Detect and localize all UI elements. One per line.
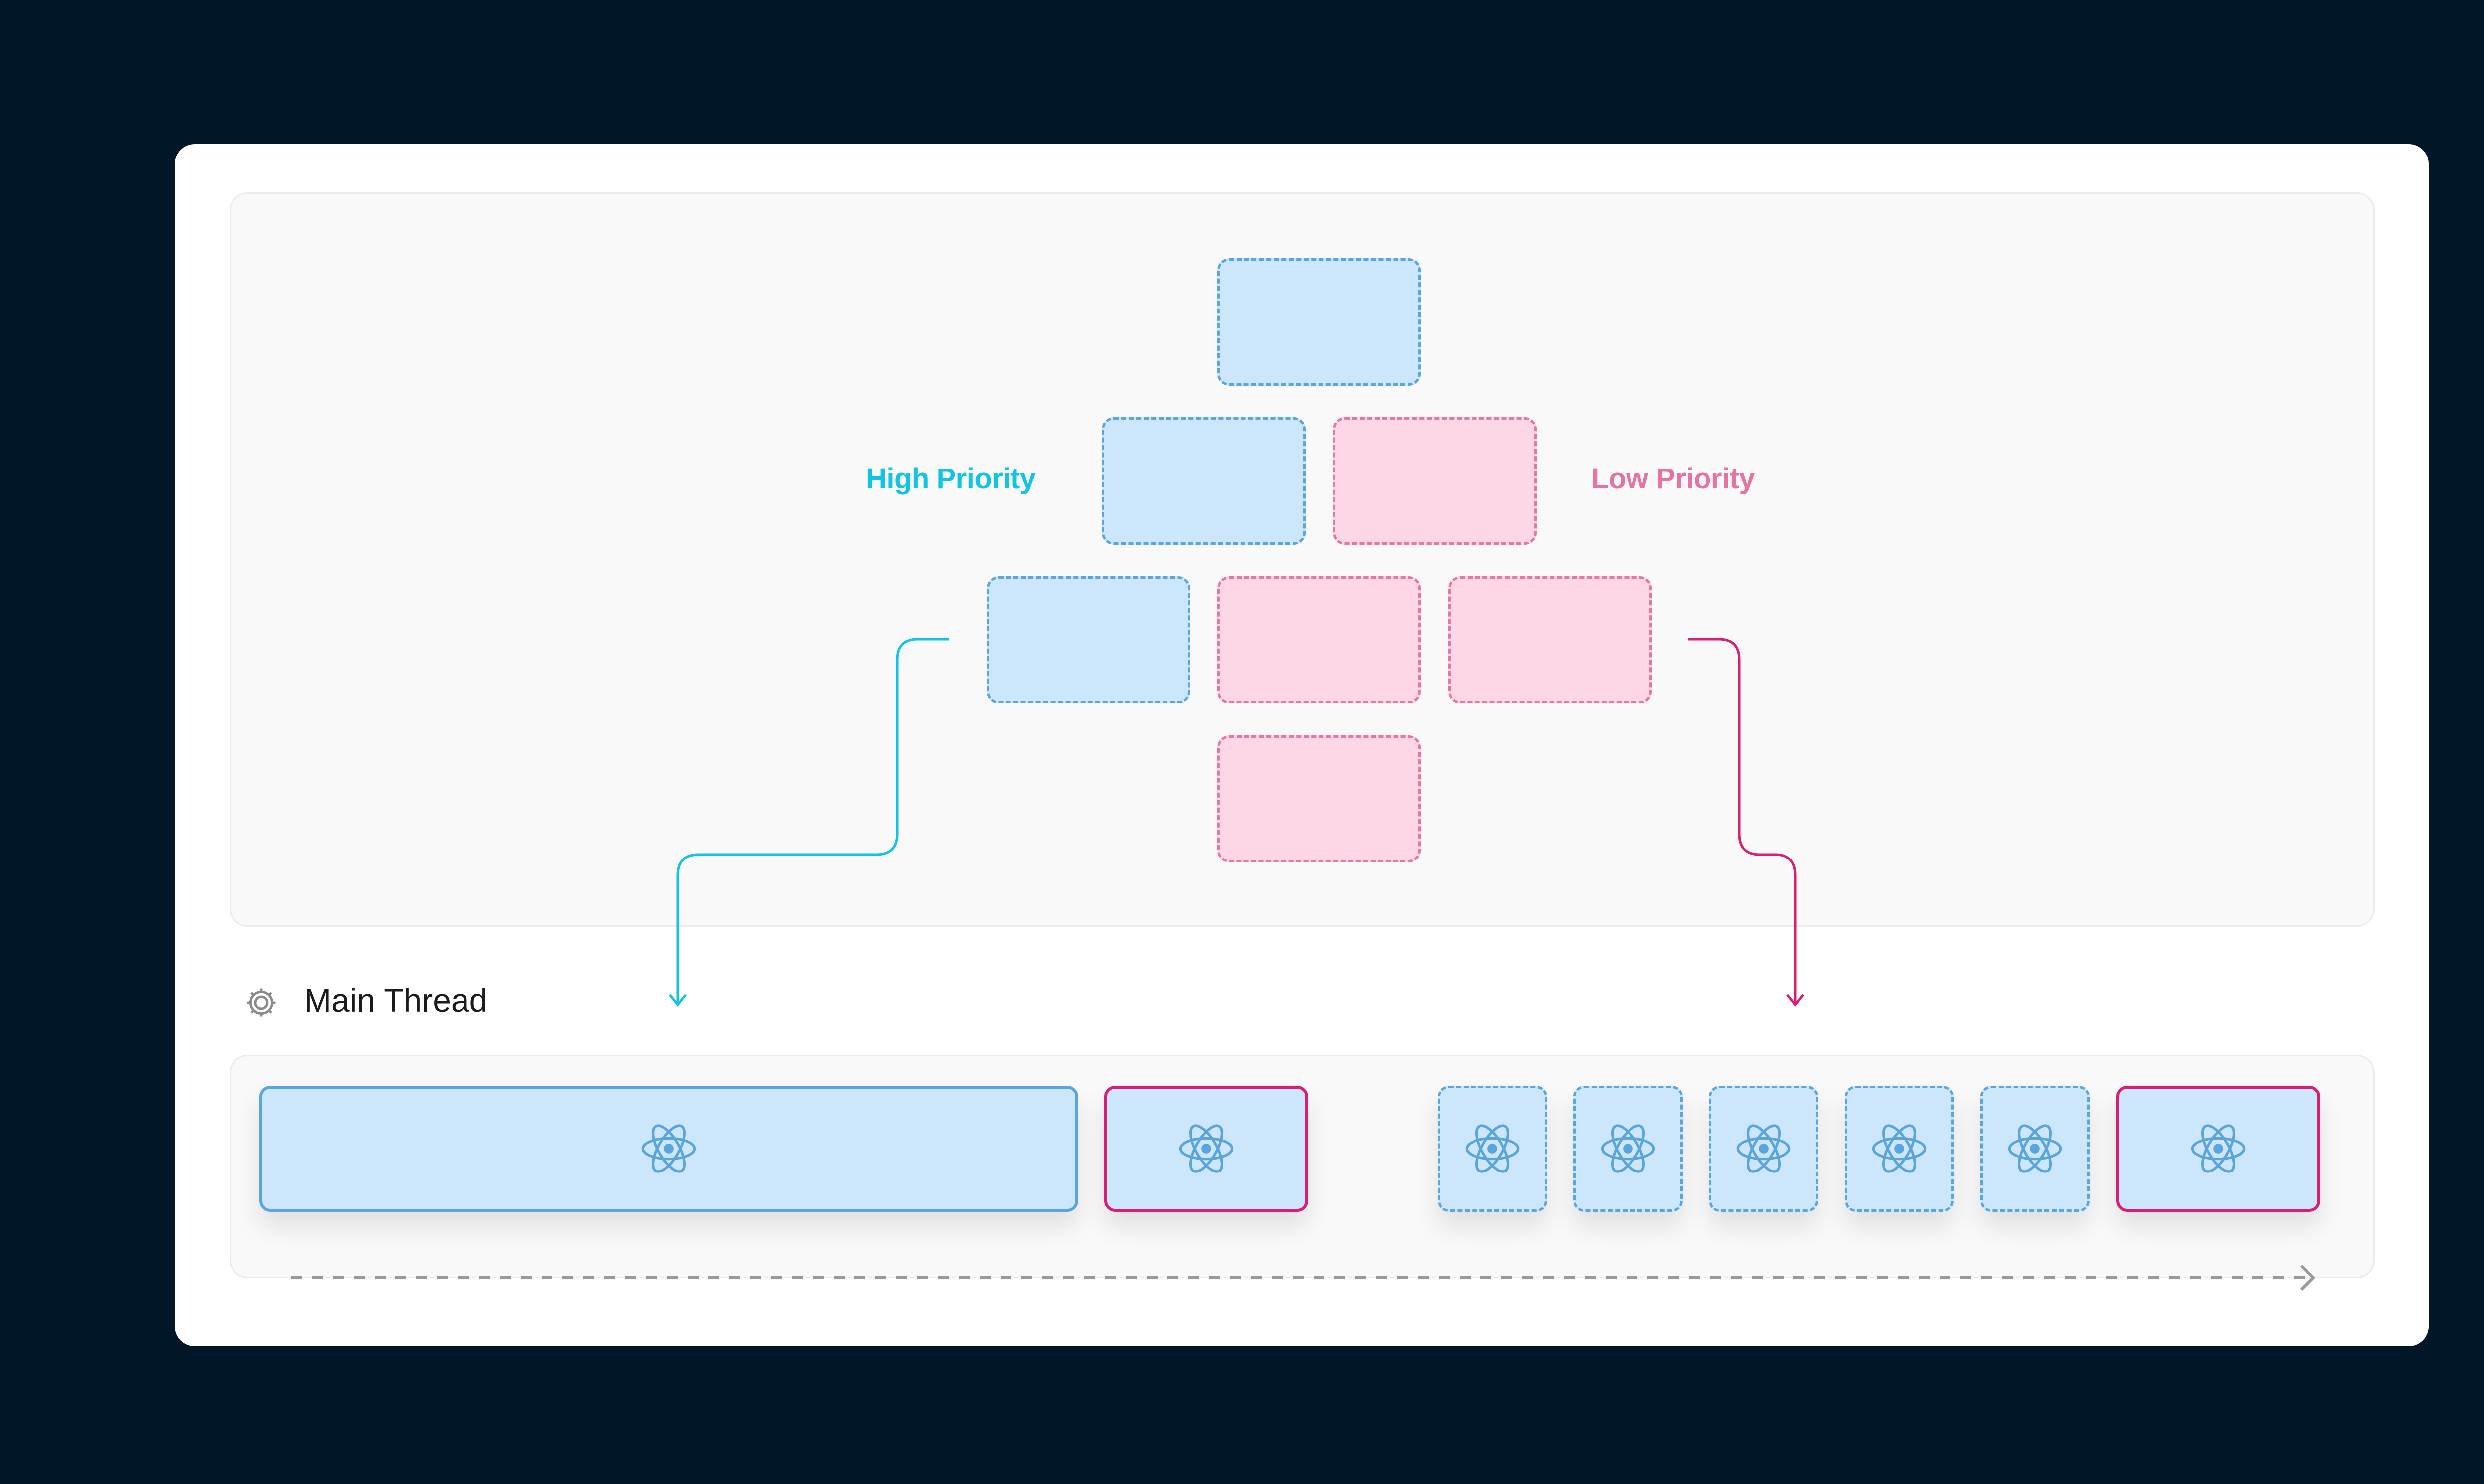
tree-node-high-priority (1102, 417, 1306, 545)
tree-node-low-priority-child (1448, 576, 1652, 703)
react-atom-icon (641, 1124, 696, 1173)
react-atom-icon (1736, 1124, 1791, 1173)
thread-task-chunk (1980, 1086, 2090, 1212)
thread-task-low-priority (1104, 1086, 1308, 1212)
tree-node-low-priority-child (1217, 576, 1421, 703)
react-atom-icon (2191, 1124, 2246, 1173)
tree-node-root (1217, 258, 1421, 386)
thread-task-chunk (1438, 1086, 1547, 1212)
thread-task-low-priority (2116, 1086, 2320, 1212)
tree-node-high-priority-child (987, 576, 1190, 703)
react-atom-icon (1179, 1124, 1234, 1173)
react-atom-icon (1601, 1124, 1655, 1173)
thread-task-chunk (1573, 1086, 1683, 1212)
tree-node-low-priority (1333, 417, 1537, 545)
low-priority-label: Low Priority (1591, 463, 1755, 495)
main-thread-title: Main Thread (304, 982, 488, 1018)
thread-task-chunk (1845, 1086, 1954, 1212)
gear-icon (247, 988, 276, 1017)
tree-node-low-priority-leaf (1217, 735, 1421, 862)
high-priority-label: High Priority (866, 463, 1036, 495)
thread-task-long (259, 1086, 1078, 1212)
react-atom-icon (2008, 1124, 2062, 1173)
thread-task-chunk (1709, 1086, 1818, 1212)
react-atom-icon (1872, 1124, 1927, 1173)
react-atom-icon (1465, 1124, 1520, 1173)
